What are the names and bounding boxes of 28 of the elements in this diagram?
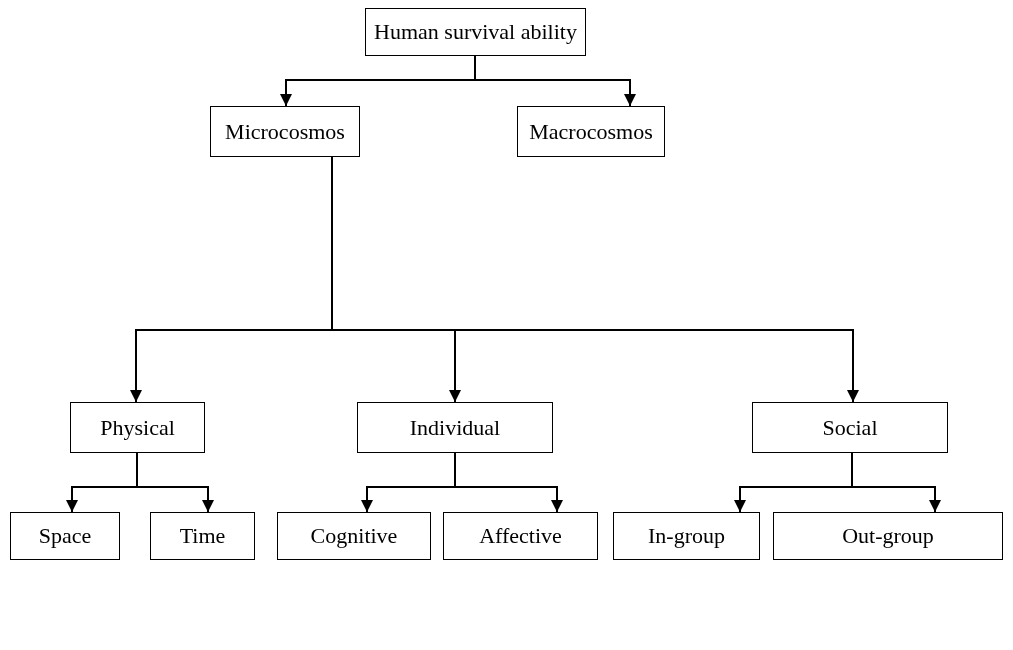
box-label: Out-group [842, 523, 934, 549]
box-label: Cognitive [310, 523, 398, 549]
box-label: Social [822, 414, 878, 441]
category-box [752, 402, 948, 453]
arrow [851, 452, 941, 513]
box-label: Physical [100, 414, 175, 441]
box-label: Individual [409, 414, 501, 441]
category-box [70, 402, 205, 453]
category-box [10, 512, 120, 560]
category-box [443, 512, 598, 560]
box-label: Affective [479, 523, 562, 549]
box-label: Human survival ability [374, 19, 577, 45]
box-label: Space [38, 523, 92, 549]
box-label: In-group [648, 523, 725, 549]
category-box [613, 512, 760, 560]
category-box [150, 512, 255, 560]
box-label: Macrocosmos [529, 118, 653, 145]
arrow [454, 452, 563, 513]
category-box [517, 106, 665, 157]
category-box [277, 512, 431, 560]
box-label: Microcosmos [225, 118, 345, 145]
category-box [357, 402, 553, 453]
category-box [210, 106, 360, 157]
box-label: Time [179, 523, 226, 549]
arrow [136, 452, 214, 513]
category-box [365, 8, 586, 56]
category-box [773, 512, 1003, 560]
arrow [474, 55, 636, 107]
